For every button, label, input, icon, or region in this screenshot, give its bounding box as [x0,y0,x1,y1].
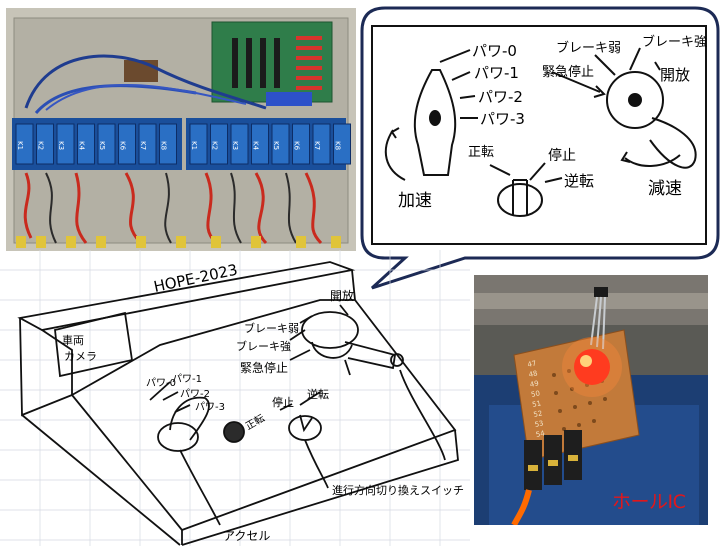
pcb-number: 47 [527,359,537,369]
sketch-dir-forward: 正転 [244,412,267,432]
pcb-number: 50 [530,389,540,399]
pcb-number: 54 [535,429,546,439]
sketch-accel-notch-1: パワ-1 [172,373,202,385]
relay-label: K4 [78,141,86,151]
relay-block [251,123,269,165]
callout-dir-stop: 停止 [548,147,576,164]
sketch-switch-label: 進行方向切り換えスイッチ [332,483,464,497]
sketch-accel-notch-2: パワ-2 [180,388,210,400]
relay-block [292,123,310,165]
sketch-dir-stop: 停止 [272,395,294,409]
sketch-brake-strong: ブレーキ強 [236,339,291,353]
brake-handle-sketch [551,47,697,169]
callout-brake-label: 減速 [648,179,682,199]
relay-label: K5 [98,141,106,150]
relay-label: K1 [16,141,24,150]
sketch-brake-emergency: 緊急停止 [240,360,288,375]
pcb-number: 48 [528,369,538,379]
relay-label: K7 [139,141,147,150]
relay-label: K8 [160,141,168,150]
relay-block [230,123,249,165]
callout-accel-notch-1: パワ-1 [474,64,519,82]
pcb-number: 49 [529,379,539,389]
relay-label: K1 [190,141,198,150]
relay-block [189,123,208,165]
callout-brake-strong: ブレーキ強 [642,34,707,50]
relay-block [15,123,34,165]
relay-row-left: K1 K2 K3 K4 K5 K6 K7 K8 [15,123,177,165]
relay-block [210,123,228,165]
sketch-brake-weak: ブレーキ弱 [244,321,299,335]
relay-label: K3 [57,141,65,150]
callout-accel-notch-0: パワ-0 [472,42,517,60]
controller-sketch: HOPE-2023 車両 カメラ パワ-0 パワ-1 パワ-2 パワ-3 ブレー… [0,250,470,546]
relay-board-photo: K1 K2 K3 K4 K5 K6 K7 K8 K1 K2 K3 K4 K5 K6 K7 K8 [6,8,356,251]
pcb-number: 53 [534,419,544,429]
relay-row-right: K1 K2 K3 K4 K5 K6 K7 K8 [189,123,351,165]
relay-block [97,123,116,165]
callout-brake-emergency: 緊急停止 [542,64,594,80]
console-title: HOPE-2023 [152,261,239,296]
relay-block [333,123,351,165]
relay-label: K5 [272,141,280,150]
callout-accel-notch-2: パワ-2 [478,88,523,106]
relay-block [36,123,54,165]
relay-block [138,123,157,165]
relay-label: K3 [231,141,239,150]
relay-block [312,123,331,165]
relay-block [118,123,136,165]
sketch-accel-notch-0: パワ-0 [146,377,176,389]
sketch-dir-reverse: 逆転 [307,387,329,401]
direction-knob-sketch [489,162,563,217]
callout-accel-label: 加速 [398,191,432,211]
screen-label-1: 車両 [62,333,84,347]
hall-ic-label: ホールIC [612,491,686,513]
relay-label: K2 [37,141,45,150]
relay-label: K8 [334,141,342,150]
sketch-accel-notch-3: パワ-3 [195,401,225,413]
sketch-brake-release: 開放 [330,288,354,303]
relay-label: K6 [293,141,301,151]
callout-brake-release: 開放 [660,66,690,84]
relay-block [271,123,290,165]
relay-block [159,123,177,165]
callout-dir-forward: 正転 [468,145,494,160]
pcb-number: 51 [532,399,542,409]
callout-accel-notch-3: パワ-3 [480,110,525,128]
relay-label: K7 [313,141,321,150]
sketch-accel-label: アクセル [223,529,270,543]
screen-label-2: カメラ [64,350,97,363]
relay-block [77,123,95,165]
relay-label: K2 [211,141,219,150]
relay-block [56,123,75,165]
callout-brake-weak: ブレーキ弱 [556,40,621,56]
accelerator-handle-sketch [384,49,478,181]
callout-dir-reverse: 逆転 [564,172,594,190]
relay-board-drawing: K1 K2 K3 K4 K5 K6 K7 K8 K1 K2 K3 K4 K5 K6 K7 K8 [6,8,356,251]
relay-label: K4 [252,141,260,151]
pcb-number: 52 [533,409,543,419]
relay-label: K6 [119,141,127,151]
